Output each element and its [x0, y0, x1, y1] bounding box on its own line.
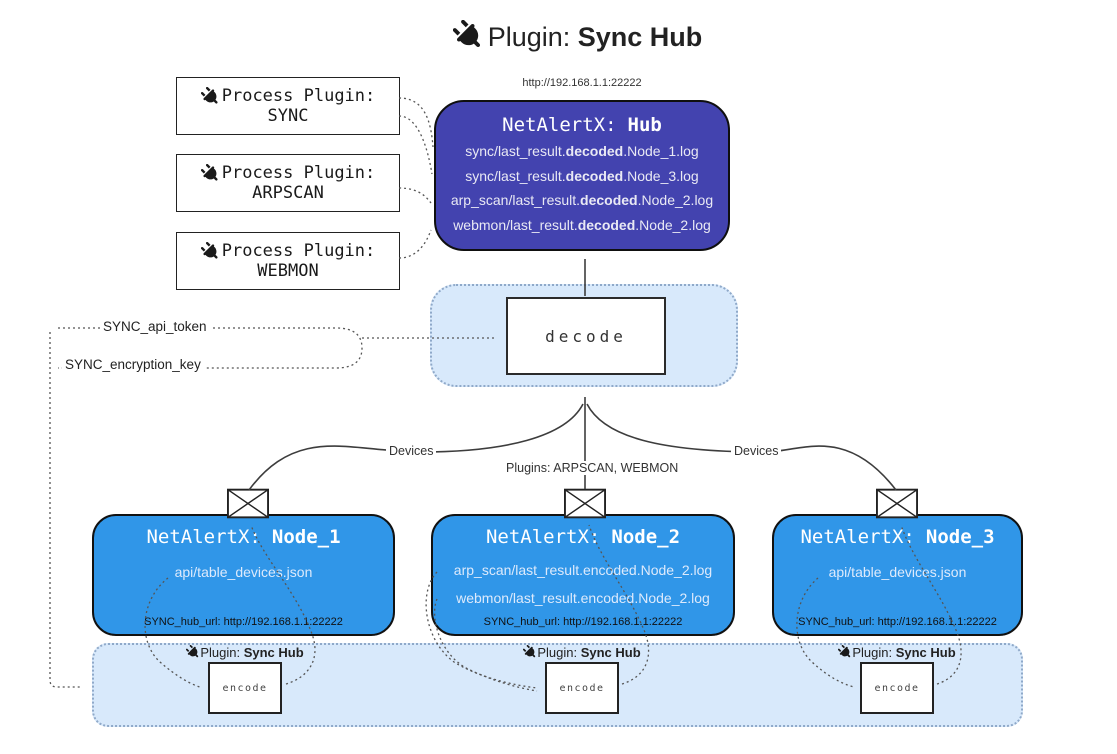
page-title: Plugin: Sync Hub [0, 20, 1117, 53]
node-hub-url: SYNC_hub_url: http://192.168.1.1:22222 [483, 616, 683, 628]
devices-right-label: Devices [731, 444, 782, 458]
hub-log-list: sync/last_result.decoded.Node_1.log sync… [436, 139, 728, 237]
hub-log-line: sync/last_result.decoded.Node_3.log [465, 167, 699, 184]
plug-icon [186, 645, 200, 659]
decode-box: decode [506, 297, 666, 375]
node-line: api/table_devices.json [174, 564, 313, 580]
process-plugin-label: Process Plugin: [221, 86, 376, 106]
hub-title: NetAlertX: Hub [436, 114, 728, 136]
plug-icon [838, 645, 852, 659]
process-plugin-webmon-box: Process Plugin: WEBMON [176, 232, 400, 290]
connector-arpscan-to-log3 [398, 187, 432, 204]
node-2-box: NetAlertX:Node_2 arp_scan/last_result.en… [431, 514, 735, 636]
token-to-bar-wire [49, 332, 82, 688]
hub-url-label: http://192.168.1.1:22222 [522, 77, 642, 89]
node-title: NetAlertX:Node_3 [800, 526, 995, 548]
node-title: NetAlertX:Node_1 [146, 526, 341, 548]
plug-icon [201, 164, 220, 183]
sync-api-token-label: SYNC_api_token [100, 319, 210, 334]
node-hub-url: SYNC_hub_url: http://192.168.1.1:22222 [144, 616, 343, 628]
bar-plugin-label: Plugin: Sync Hub [135, 645, 355, 660]
plug-icon [523, 645, 537, 659]
plug-icon [201, 87, 220, 106]
devices-left-label: Devices [386, 444, 437, 458]
bar-plugin-label: Plugin: Sync Hub [472, 645, 692, 660]
node-hub-url: SYNC_hub_url: http://192.168.1.1:22222 [798, 616, 997, 628]
process-plugin-name: WEBMON [257, 261, 319, 281]
hub-title-prefix: NetAlertX: [502, 114, 617, 136]
plugins-center-label: Plugins: ARPSCAN, WEBMON [503, 461, 682, 475]
process-plugin-sync-box: Process Plugin: SYNC [176, 77, 400, 135]
hub-log-line: webmon/last_result.decoded.Node_2.log [453, 216, 711, 233]
node-title: NetAlertX:Node_2 [485, 526, 681, 548]
process-plugin-name: SYNC [267, 106, 309, 126]
sync-encryption-key-label: SYNC_encryption_key [62, 357, 204, 372]
node-1-box: NetAlertX:Node_1 api/table_devices.json … [92, 514, 395, 636]
hub-box: NetAlertX: Hub sync/last_result.decoded.N… [434, 100, 730, 251]
title-name: Sync Hub [577, 22, 703, 52]
bar-plugin-label: Plugin: Sync Hub [787, 645, 1007, 660]
node-line: webmon/last_result.encoded.Node_2.log [456, 590, 710, 606]
process-plugin-name: ARPSCAN [252, 183, 324, 203]
process-plugin-label: Process Plugin: [221, 163, 376, 183]
plug-icon [201, 242, 220, 261]
title-prefix: Plugin: [487, 22, 571, 52]
hub-title-name: Hub [627, 114, 662, 136]
connector-sync-to-log2 [398, 115, 433, 175]
envelope-icon [876, 488, 918, 519]
encode-box: encode [545, 662, 619, 714]
plug-icon [453, 20, 484, 51]
node-line: arp_scan/last_result.encoded.Node_2.log [453, 562, 713, 578]
connector-webmon-to-log4 [398, 229, 432, 259]
process-plugin-label: Process Plugin: [221, 241, 376, 261]
node-3-box: NetAlertX:Node_3 api/table_devices.json … [772, 514, 1023, 636]
node-line: api/table_devices.json [828, 564, 967, 580]
hub-log-line: arp_scan/last_result.decoded.Node_2.log [450, 192, 714, 208]
process-plugin-arpscan-box: Process Plugin: ARPSCAN [176, 154, 400, 212]
envelope-icon [227, 488, 269, 519]
hub-log-line: sync/last_result.decoded.Node_1.log [465, 143, 699, 159]
encode-box: encode [860, 662, 934, 714]
encode-box: encode [208, 662, 282, 714]
envelope-icon [564, 488, 606, 519]
connector-sync-to-log1 [398, 97, 434, 148]
